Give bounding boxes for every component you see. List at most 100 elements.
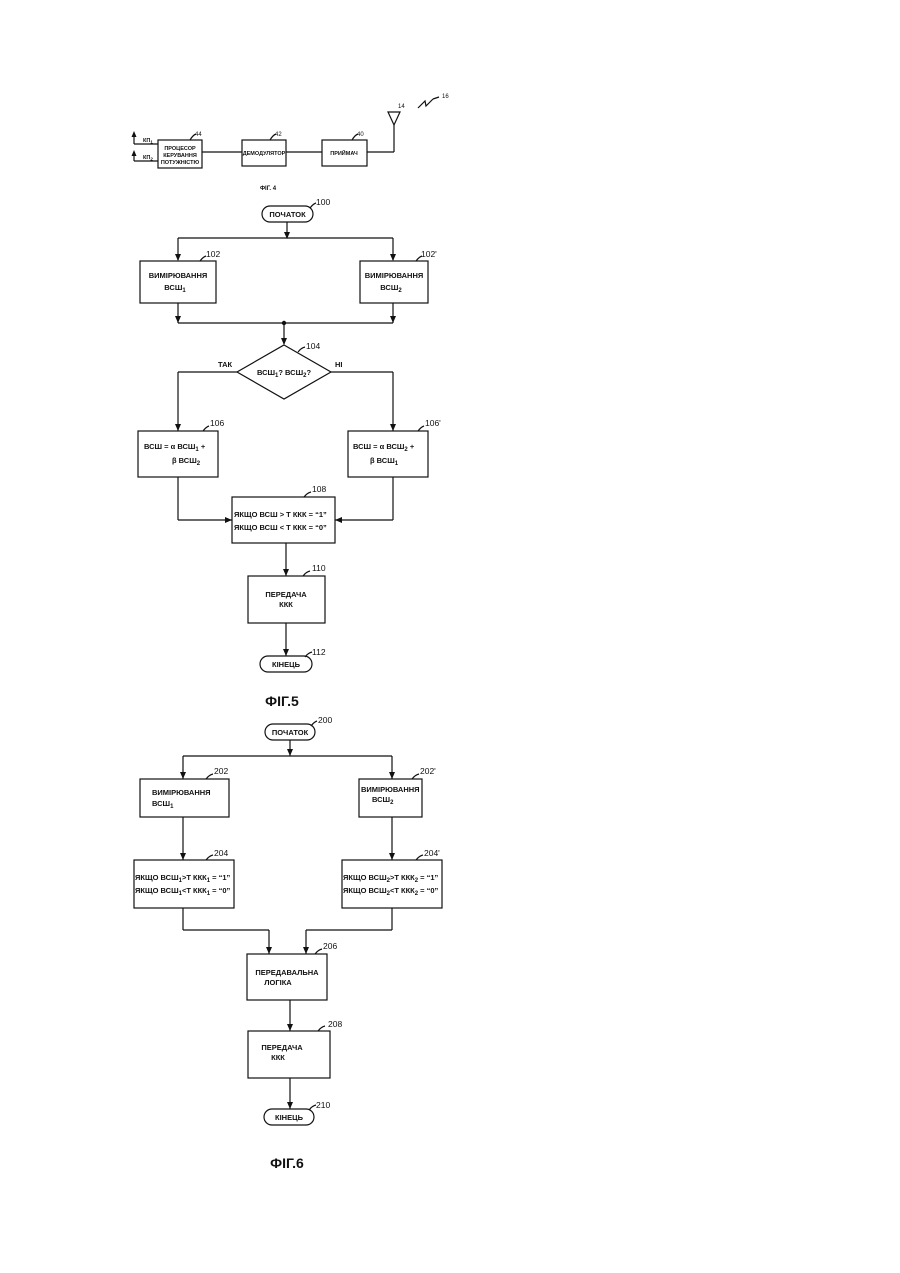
fig4-output2-label: КП2: [143, 155, 153, 162]
fig6-start-arrowhead: [287, 749, 293, 756]
fig5-formula2-ref-leader: [418, 426, 424, 431]
fig6-split-left-arrowhead: [180, 772, 186, 779]
fig4-antenna-ref: 14: [398, 104, 405, 110]
fig4-antenna-icon: [388, 112, 400, 125]
fig4-block-diagram: ПРОЦЕСОР КЕРУВАННЯ ПОТУЖНІСТЮ 44 КП1 КП2…: [132, 94, 450, 192]
fig5-threshold-line1: ЯКЩО ВСШ > Т ККК = “1”: [234, 510, 327, 519]
fig5-formula2-ref: 106': [425, 418, 441, 428]
fig6-end-ref: 210: [316, 1100, 330, 1110]
fig6-transmit-ref: 208: [328, 1019, 342, 1029]
fig6-end-ref-leader: [309, 1105, 316, 1110]
fig6-logic-line1: ПЕРЕДАВАЛЬНА: [255, 968, 319, 977]
fig6-threshold2-arrowhead: [389, 853, 395, 860]
fig4-receiver-ref: 40: [357, 132, 364, 138]
fig6-measure1-ref: 202: [214, 766, 228, 776]
fig5-combine-snr-yes-box: [138, 431, 218, 477]
fig6-measure2-ref: 202': [420, 766, 436, 776]
fig6-start-ref-leader: [311, 721, 317, 726]
fig4-caption: ФІГ. 4: [260, 186, 277, 192]
fig6-measure1-label: ВИМІРЮВАННЯ: [152, 788, 211, 797]
fig4-receiver-label: ПРИЙМАЧ: [330, 149, 358, 157]
fig6-logic-ref-leader: [315, 949, 322, 954]
fig6-measure2-ref-leader: [412, 774, 419, 779]
fig5-split-left-arrowhead: [175, 254, 181, 261]
fig4-signal-icon: [418, 97, 439, 108]
fig4-demodulator-ref: 42: [275, 132, 282, 138]
fig4-output1-arrowhead: [132, 131, 137, 137]
fig5-decision-yes: ТАК: [218, 360, 233, 369]
fig6-threshold2-ref-leader: [416, 855, 423, 860]
fig5-threshold-ref: 108: [312, 484, 326, 494]
fig5-right-threshold-arrowhead: [335, 517, 342, 523]
fig5-left-threshold-arrowhead: [225, 517, 232, 523]
fig6-start-ref: 200: [318, 715, 332, 725]
fig6-threshold2-ref: 204': [424, 848, 440, 858]
fig5-end-label: КІНЕЦЬ: [272, 660, 301, 669]
fig6-transmit-line1: ПЕРЕДАЧА: [261, 1043, 303, 1052]
fig4-output1-label: КП1: [143, 138, 153, 145]
fig4-demodulator-label: ДЕМОДУЛЯТОР: [243, 151, 286, 157]
fig6-start-label: ПОЧАТОК: [272, 728, 309, 737]
fig5-decision-arrowhead: [281, 338, 287, 345]
fig6-measure1-ref-leader: [206, 774, 213, 779]
fig5-formula1-ref-leader: [203, 426, 209, 431]
fig4-processor-label-line3: ПОТУЖНІСТЮ: [161, 160, 200, 166]
fig5-merge-left-arrowhead: [175, 316, 181, 323]
fig5-decision-ref-leader: [298, 347, 305, 352]
fig6-measure2-label: ВИМІРЮВАННЯ: [361, 785, 420, 794]
fig6-logic-line2: ЛОГІКА: [264, 978, 292, 987]
fig5-transmit-arrowhead: [283, 569, 289, 576]
fig5-start-ref: 100: [316, 197, 330, 207]
fig6-end-arrowhead: [287, 1102, 293, 1109]
fig5-combine-snr-no-box: [348, 431, 428, 477]
fig5-yes-arrowhead: [175, 424, 181, 431]
fig5-end-ref: 112: [312, 647, 326, 657]
fig4-output2-arrowhead: [132, 150, 137, 156]
fig5-threshold-ref-leader: [304, 492, 311, 497]
fig5-start-label: ПОЧАТОК: [269, 210, 306, 219]
fig5-measure-snr2-box: [360, 261, 428, 303]
fig6-transmit-ref-leader: [318, 1026, 325, 1031]
fig6-threshold1-ref: 204: [214, 848, 228, 858]
fig6-end-label: КІНЕЦЬ: [275, 1113, 304, 1122]
fig5-flowchart: ПОЧАТОК 100 ВИМІРЮВАННЯ ВСШ1 102 ВИМІРЮВ…: [138, 197, 441, 709]
fig5-transmit-line1: ПЕРЕДАЧА: [265, 590, 307, 599]
fig5-measure2-label: ВИМІРЮВАННЯ: [365, 271, 424, 280]
fig5-end-ref-leader: [305, 652, 312, 657]
fig5-merge-right-arrowhead: [390, 316, 396, 323]
fig6-transmit-logic-box: [247, 954, 327, 1000]
fig5-end-arrowhead: [283, 649, 289, 656]
fig6-transmit-arrowhead: [287, 1024, 293, 1031]
fig6-transmit-box: [248, 1031, 330, 1078]
fig5-transmit-line2: ККК: [279, 600, 293, 609]
fig5-split-right-arrowhead: [390, 254, 396, 261]
fig5-measure1-label: ВИМІРЮВАННЯ: [149, 271, 208, 280]
fig5-caption: ФІГ.5: [265, 693, 299, 709]
fig6-logic-ref: 206: [323, 941, 337, 951]
fig6-logic-right-arrowhead: [303, 947, 309, 954]
fig6-transmit-line2: ККК: [271, 1053, 285, 1062]
fig4-processor-label-line2: КЕРУВАННЯ: [163, 153, 197, 159]
fig5-transmit-ref-leader: [303, 571, 310, 576]
fig4-processor-ref: 44: [195, 132, 202, 138]
fig6-threshold2-box: [342, 860, 442, 908]
fig5-formula1-ref: 106: [210, 418, 224, 428]
fig6-measure-snr1-box: [140, 779, 229, 817]
fig5-decision-ref: 104: [306, 341, 320, 351]
fig5-threshold-box: [232, 497, 335, 543]
fig6-threshold1-ref-leader: [206, 855, 213, 860]
fig6-threshold1-box: [134, 860, 234, 908]
fig4-signal-ref: 16: [442, 94, 449, 100]
fig6-threshold1-arrowhead: [180, 853, 186, 860]
fig5-measure1-ref: 102: [206, 249, 220, 259]
fig5-threshold-line2: ЯКЩО ВСШ < Т ККК = “0”: [234, 523, 327, 532]
fig6-logic-left-arrowhead: [266, 947, 272, 954]
fig5-no-arrowhead: [390, 424, 396, 431]
fig6-split-right-arrowhead: [389, 772, 395, 779]
fig6-caption: ФІГ.6: [270, 1155, 304, 1171]
fig5-decision-no: НІ: [335, 360, 343, 369]
fig5-transmit-ref: 110: [312, 563, 326, 573]
fig5-measure-snr1-box: [140, 261, 216, 303]
fig6-flowchart: ПОЧАТОК 200 ВИМІРЮВАННЯ ВСШ1 202 ВИМІРЮВ…: [134, 715, 442, 1171]
